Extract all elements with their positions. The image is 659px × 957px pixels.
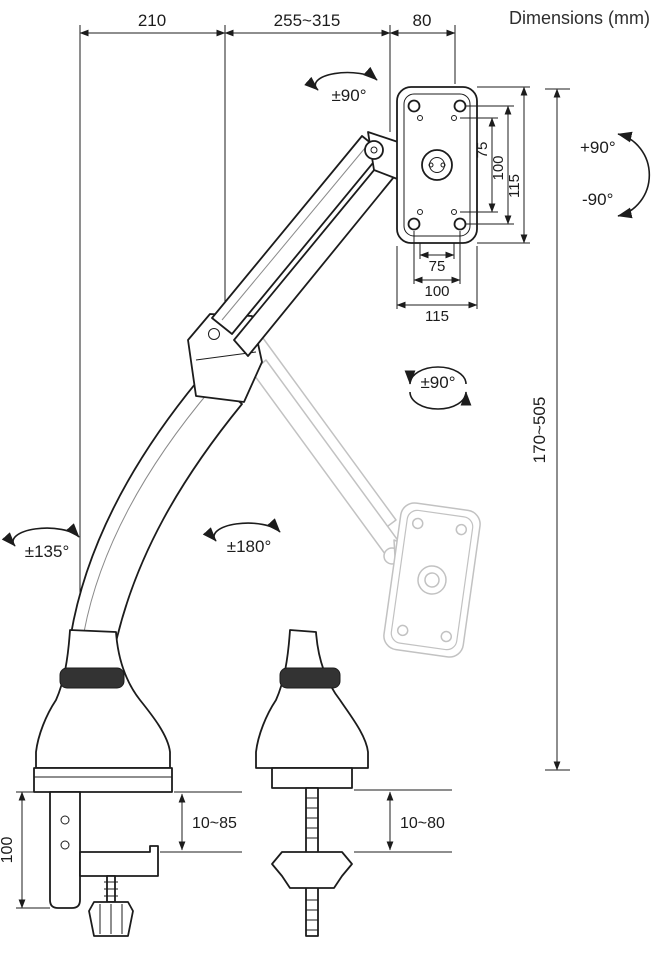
dim-height-range: 170~505 — [530, 397, 549, 464]
elbow-swivel-annotation: ±180° — [202, 518, 281, 556]
vesa-horizontal-dimensions: 75 100 115 — [396, 231, 478, 325]
dim-depth-210: 210 — [138, 11, 166, 30]
clamp-lower-jaw — [79, 845, 159, 877]
height-range-dimension: 170~505 — [530, 88, 570, 771]
clamp-spine — [49, 791, 81, 909]
clamp-base — [33, 629, 173, 937]
main-arm — [69, 131, 401, 643]
plate-center-hub — [421, 149, 453, 181]
angle-head-swivel: ±90° — [331, 86, 366, 105]
angle-tilt-down: -90° — [582, 190, 613, 209]
head-joint-pivot — [364, 140, 384, 160]
angle-tilt-up: +90° — [580, 138, 616, 157]
dim-grommet-range: 10~80 — [400, 815, 445, 832]
lower-arm-tube — [69, 371, 243, 643]
grommet-bracket — [271, 851, 353, 889]
top-dimension-chain: 210 255~315 80 — [79, 11, 456, 766]
clamp-range-dimension: 10~85 — [160, 791, 242, 853]
rotation-annotation: ±90° — [404, 366, 472, 410]
dim-vesa-h-115: 115 — [425, 308, 449, 325]
vesa-hole-bottom-right — [453, 217, 467, 231]
clamp-height-dimension: 100 — [0, 791, 50, 909]
dim-vesa-v-75: 75 — [474, 142, 491, 159]
grommet-base — [255, 629, 369, 937]
head-swivel-annotation: ±90° — [304, 66, 378, 105]
base-column — [35, 629, 171, 769]
ghost-arm-alternate-position — [243, 333, 481, 658]
dim-clamp-range: 10~85 — [192, 815, 237, 832]
angle-elbow-swivel: ±180° — [227, 537, 272, 556]
lower-link-bar — [233, 157, 399, 357]
vesa-hole-bottom-left — [407, 217, 421, 231]
grommet-column — [255, 629, 369, 769]
dim-vesa-h-75: 75 — [429, 258, 446, 275]
upper-link-bar — [211, 135, 383, 335]
angle-rotation: ±90° — [420, 373, 455, 392]
grommet-washer — [271, 767, 353, 789]
base-swivel-annotation: ±135° — [1, 523, 80, 561]
dim-vesa-h-100: 100 — [424, 283, 449, 300]
dim-vesa-v-115: 115 — [506, 174, 523, 198]
ghost-vesa-plate — [383, 502, 481, 658]
dim-vesa-v-100: 100 — [490, 155, 507, 180]
vesa-vertical-dimensions: 75 100 115 — [460, 86, 530, 244]
grommet-collar — [279, 667, 341, 689]
grommet-range-dimension: 10~80 — [354, 789, 452, 853]
dim-head-80: 80 — [413, 11, 432, 30]
clamp-top-plate — [33, 767, 173, 793]
vesa-hole-top-left — [407, 99, 421, 113]
diagram-title: Dimensions (mm) — [509, 8, 650, 28]
vesa-plate — [396, 86, 478, 244]
dim-reach-255-315: 255~315 — [274, 11, 341, 30]
angle-base-swivel: ±135° — [25, 542, 70, 561]
dim-clamp-height: 100 — [0, 837, 16, 864]
tilt-annotation: +90° -90° — [580, 131, 651, 219]
vesa-hole-top-right — [453, 99, 467, 113]
base-collar — [59, 667, 125, 689]
